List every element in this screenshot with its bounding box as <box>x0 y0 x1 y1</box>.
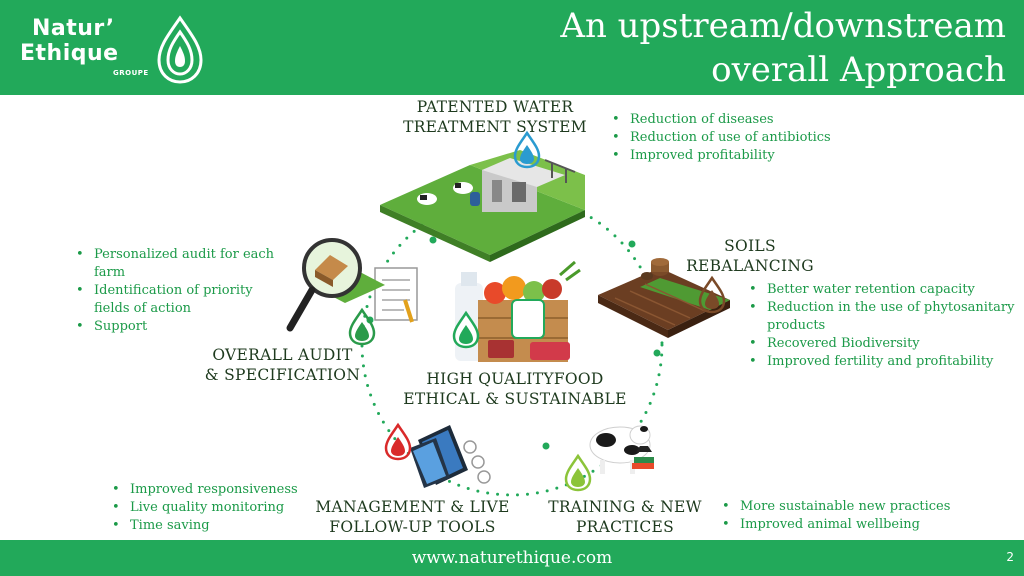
ring-dot <box>628 240 636 248</box>
slide-title: An upstream/downstream overall Approach <box>446 4 1006 92</box>
slide-title-line2: overall Approach <box>711 50 1006 90</box>
list-item: Improved animal wellbeing <box>718 516 1008 534</box>
water-benefits-list: Reduction of diseases Reduction of use o… <box>608 111 898 165</box>
management-heading: MANAGEMENT & LIVE FOLLOW-UP TOOLS <box>310 497 515 537</box>
company-logo: Natur’ Ethique GROUPE <box>18 14 203 84</box>
soils-heading: SOILS REBALANCING <box>670 236 830 276</box>
management-heading-line2: FOLLOW-UP TOOLS <box>329 518 496 536</box>
page-number: 2 <box>1006 550 1014 564</box>
list-item: Support <box>72 318 292 336</box>
food-crate-illustration <box>455 260 581 362</box>
soils-benefits-list: Better water retention capacity Reductio… <box>745 281 1015 371</box>
training-cow-illustration <box>589 425 654 474</box>
list-item: More sustainable new practices <box>718 498 1008 516</box>
water-drop-icon <box>513 130 541 169</box>
audit-heading: OVERALL AUDIT & SPECIFICATION <box>195 345 370 385</box>
list-item: Improved fertility and profitability <box>745 353 1015 371</box>
management-heading-line1: MANAGEMENT & LIVE <box>315 498 510 516</box>
list-item: Live quality monitoring <box>108 499 318 517</box>
ring-dot <box>542 442 550 450</box>
list-item: Recovered Biodiversity <box>745 335 1015 353</box>
training-heading-line2: PRACTICES <box>575 518 675 536</box>
training-benefits-list: More sustainable new practices Improved … <box>718 498 1008 534</box>
website-url: www.naturethique.com <box>411 548 613 568</box>
logo-text-line2: Ethique <box>20 41 119 66</box>
soil-drop-icon <box>698 275 726 314</box>
ring-dot <box>429 236 437 244</box>
red-drop-icon <box>384 422 412 461</box>
center-heading-line2: ETHICAL & SUSTAINABLE <box>403 390 627 408</box>
logo-text-line1: Natur’ <box>32 16 115 41</box>
ring-dot <box>653 349 661 357</box>
management-benefits-list: Improved responsiveness Live quality mon… <box>108 481 318 535</box>
soils-heading-line1: SOILS <box>724 237 776 255</box>
header-bar: Natur’ Ethique GROUPE An upstream/downst… <box>0 0 1024 95</box>
list-item: Reduction of diseases <box>608 111 898 129</box>
list-item: Improved profitability <box>608 147 898 165</box>
water-treatment-heading: PATENTED WATER TREATMENT SYSTEM <box>390 97 600 137</box>
audit-heading-line1: OVERALL AUDIT <box>212 346 353 364</box>
list-item: Identification of priority fields of act… <box>72 282 292 318</box>
list-item: Personalized audit for each farm <box>72 246 292 282</box>
slide-title-line1: An upstream/downstream <box>560 6 1006 46</box>
list-item: Time saving <box>108 517 318 535</box>
audit-magnifier-illustration <box>286 238 418 332</box>
water-heading-line1: PATENTED WATER <box>416 98 574 116</box>
water-treatment-farm-illustration <box>380 150 585 262</box>
footer-bar: www.naturethique.com 2 <box>0 540 1024 576</box>
training-heading: TRAINING & NEW PRACTICES <box>540 497 710 537</box>
audit-benefits-list: Personalized audit for each farm Identif… <box>72 246 292 336</box>
list-item: Reduction in the use of phytosanitary pr… <box>745 299 1015 335</box>
lime-drop-icon <box>564 453 592 492</box>
list-item: Better water retention capacity <box>745 281 1015 299</box>
training-heading-line1: TRAINING & NEW <box>548 498 702 516</box>
center-heading-line1: HIGH QUALITYFOOD <box>426 370 604 388</box>
center-drop-icon <box>452 310 480 349</box>
list-item: Reduction of use of antibiotics <box>608 129 898 147</box>
logo-subtext: GROUPE <box>113 69 149 77</box>
soils-heading-line2: REBALANCING <box>686 257 814 275</box>
water-heading-line2: TREATMENT SYSTEM <box>403 118 587 136</box>
management-tablet-illustration <box>410 425 491 488</box>
center-heading: HIGH QUALITYFOOD ETHICAL & SUSTAINABLE <box>400 369 630 409</box>
logo-drop-icon <box>157 15 203 84</box>
list-item: Improved responsiveness <box>108 481 318 499</box>
audit-heading-line2: & SPECIFICATION <box>204 366 361 384</box>
leaf-drop-icon <box>348 307 376 346</box>
